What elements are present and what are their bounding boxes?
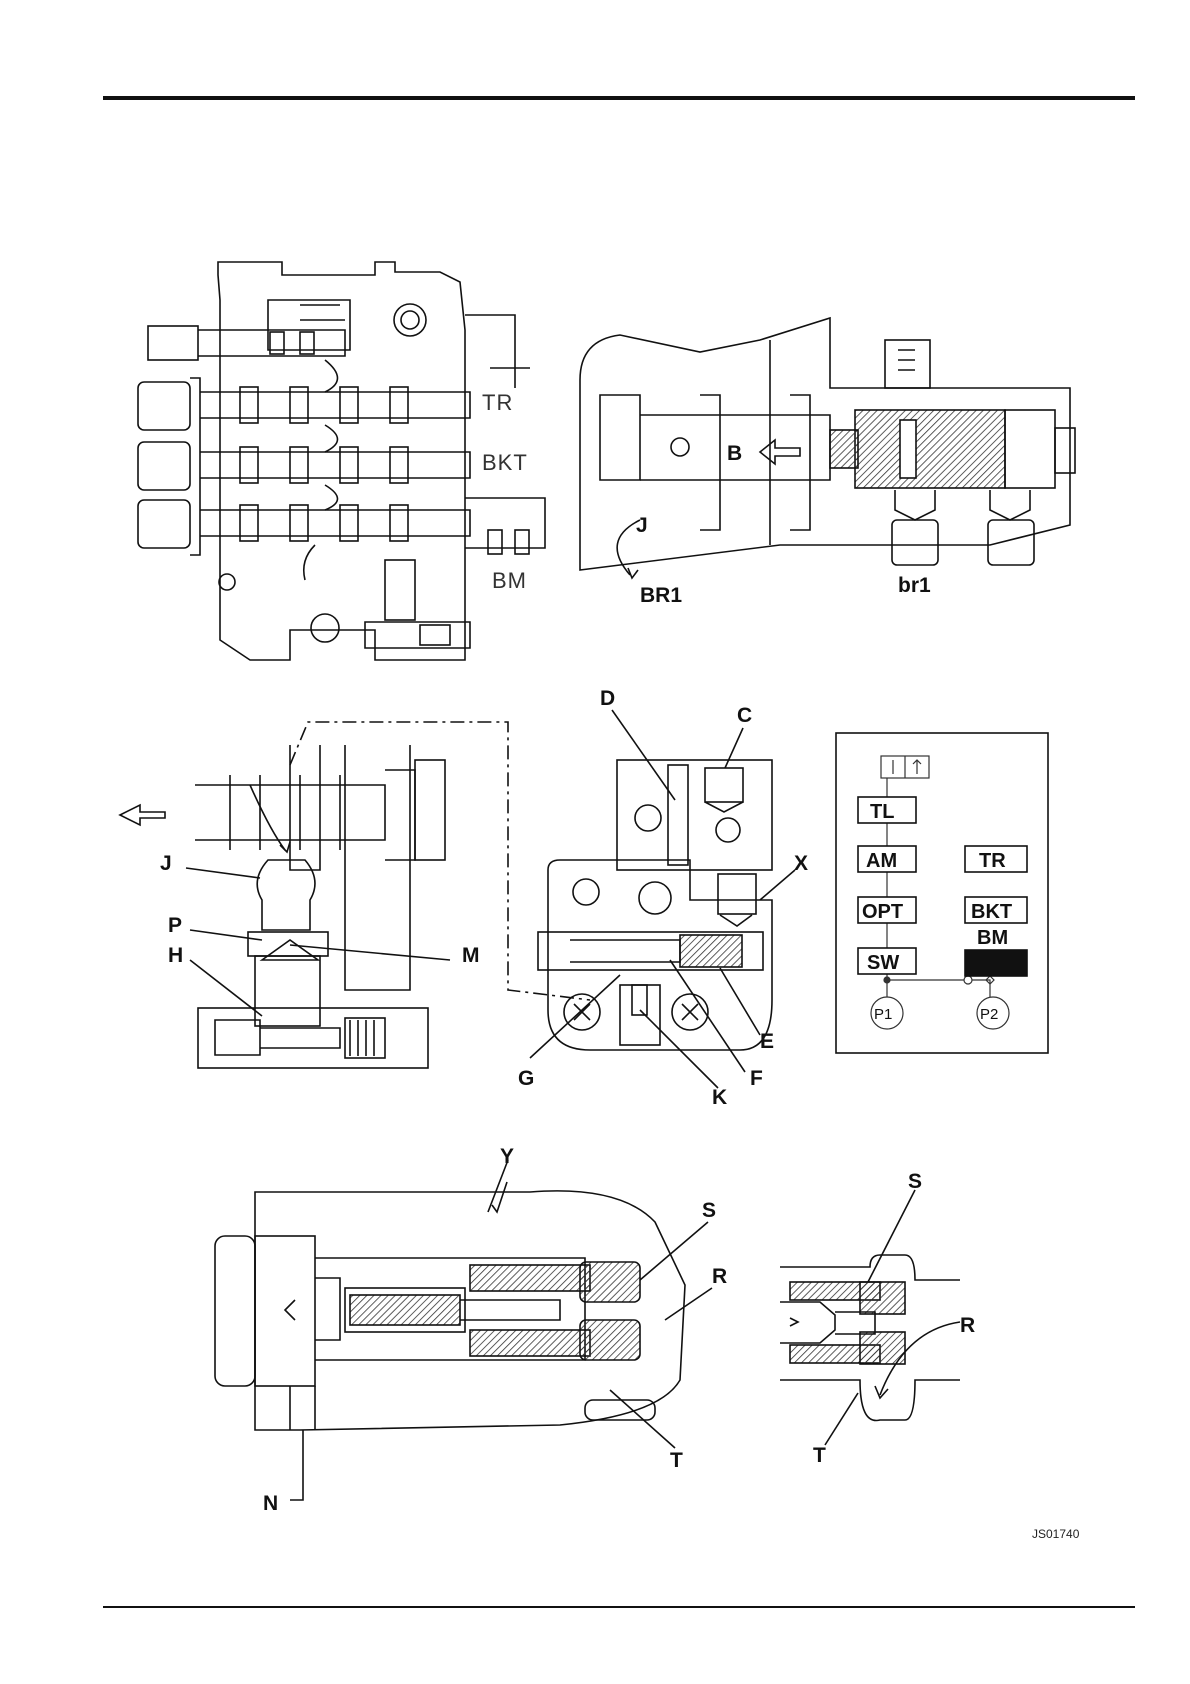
label-j-top: J bbox=[636, 514, 648, 537]
label-br1-lower: br1 bbox=[898, 574, 931, 597]
section-left-drawing bbox=[120, 722, 590, 1068]
box-opt: OPT bbox=[862, 901, 903, 923]
hydraulic-schematic: TL AM OPT SW TR BKT BM P1 P2 bbox=[836, 733, 1048, 1053]
pump-p1: P1 bbox=[874, 1006, 892, 1023]
label-r-main: R bbox=[712, 1265, 727, 1288]
label-c: C bbox=[737, 704, 752, 727]
label-j-mid: J bbox=[160, 852, 172, 875]
box-tr: TR bbox=[979, 850, 1006, 872]
relief-valve-section bbox=[215, 1160, 712, 1500]
label-m: M bbox=[462, 944, 480, 967]
section-mid-drawing bbox=[530, 710, 795, 1088]
box-bkt: BKT bbox=[971, 901, 1012, 923]
relief-valve-detail bbox=[780, 1190, 960, 1445]
label-bm: BM bbox=[492, 568, 527, 593]
label-h: H bbox=[168, 944, 183, 967]
section-mid-labels: D C X E F G K bbox=[518, 687, 808, 1109]
pump-p2: P2 bbox=[980, 1006, 998, 1023]
label-g: G bbox=[518, 1067, 534, 1090]
box-sw: SW bbox=[867, 952, 899, 974]
label-e: E bbox=[760, 1030, 774, 1053]
section-b-drawing bbox=[580, 318, 1075, 578]
label-y: Y bbox=[500, 1145, 514, 1168]
box-tl: TL bbox=[870, 801, 894, 823]
top-view-section-labels: TR BKT BM bbox=[482, 390, 528, 593]
label-f: F bbox=[750, 1067, 763, 1090]
box-am: AM bbox=[866, 850, 897, 872]
label-x: X bbox=[794, 852, 808, 875]
label-t-detail: T bbox=[813, 1444, 826, 1467]
figure-reference: JS01740 bbox=[1032, 1527, 1080, 1541]
label-k: K bbox=[712, 1086, 727, 1109]
label-r-detail: R bbox=[960, 1314, 975, 1337]
label-bkt: BKT bbox=[482, 450, 528, 475]
box-bm-active bbox=[965, 950, 1027, 976]
label-br1: BR1 bbox=[640, 584, 682, 607]
label-tr: TR bbox=[482, 390, 513, 415]
schematic-right-boxes: TR BKT BM bbox=[965, 846, 1027, 976]
label-d: D bbox=[600, 687, 615, 710]
label-t-main: T bbox=[670, 1449, 683, 1472]
label-p: P bbox=[168, 914, 182, 937]
label-s-main: S bbox=[702, 1199, 716, 1222]
schematic-frame bbox=[836, 733, 1048, 1053]
label-s-detail: S bbox=[908, 1170, 922, 1193]
label-b: B bbox=[727, 442, 742, 465]
box-bm-label: BM bbox=[977, 927, 1008, 949]
relief-valve-detail-labels: S R T bbox=[813, 1170, 975, 1467]
label-n: N bbox=[263, 1492, 278, 1515]
